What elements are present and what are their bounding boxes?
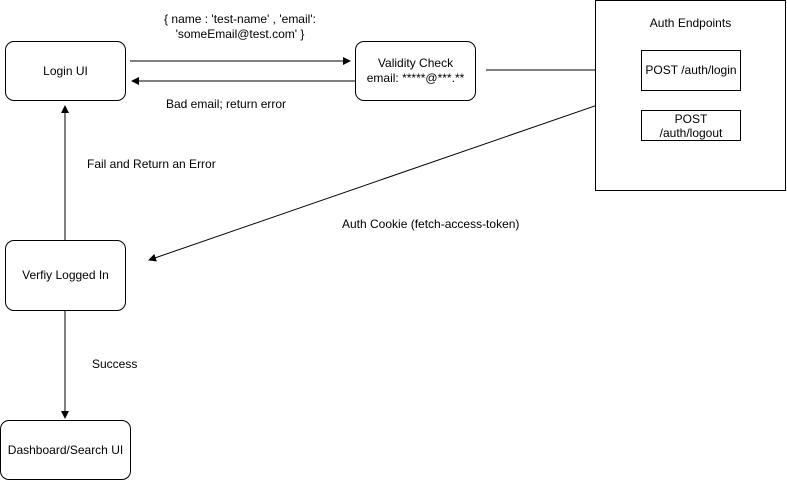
payload-line-1: { name : 'test-name' , 'email': xyxy=(164,12,316,26)
post-login-label: POST /auth/login xyxy=(645,63,737,77)
auth-cookie-label: Auth Cookie (fetch-access-token) xyxy=(342,217,520,231)
post-logout-node[interactable]: POST /auth/logout xyxy=(641,110,741,141)
post-logout-method: POST xyxy=(674,111,708,126)
bad-email-label: Bad email; return error xyxy=(166,97,287,111)
success-label: Success xyxy=(92,357,138,371)
validity-check-email: email: *****@***.** xyxy=(366,71,465,85)
login-ui-label: Login UI xyxy=(43,63,88,78)
verify-logged-in-node[interactable]: Verfiy Logged In xyxy=(5,240,126,311)
auth-endpoints-title: Auth Endpoints xyxy=(649,16,732,30)
validity-check-node[interactable]: Validity Check email: *****@***.** xyxy=(355,41,476,101)
validity-check-title: Validity Check xyxy=(377,56,454,70)
verify-logged-in-label: Verfiy Logged In xyxy=(22,268,109,282)
login-ui-node[interactable]: Login UI xyxy=(5,41,126,101)
auth-endpoints-container[interactable]: Auth Endpoints xyxy=(595,0,786,191)
fail-error-label: Fail and Return an Error xyxy=(87,157,216,171)
arrow-post-login-to-verify xyxy=(148,89,642,262)
post-logout-path: /auth/logout xyxy=(659,125,723,140)
payload-label: { name : 'test-name' , 'email': 'someEma… xyxy=(150,12,330,42)
dashboard-label: Dashboard/Search UI xyxy=(7,442,124,457)
dashboard-node[interactable]: Dashboard/Search UI xyxy=(0,420,131,480)
post-login-node[interactable]: POST /auth/login xyxy=(641,50,741,91)
payload-line-2: 'someEmail@test.com' } xyxy=(175,27,305,41)
